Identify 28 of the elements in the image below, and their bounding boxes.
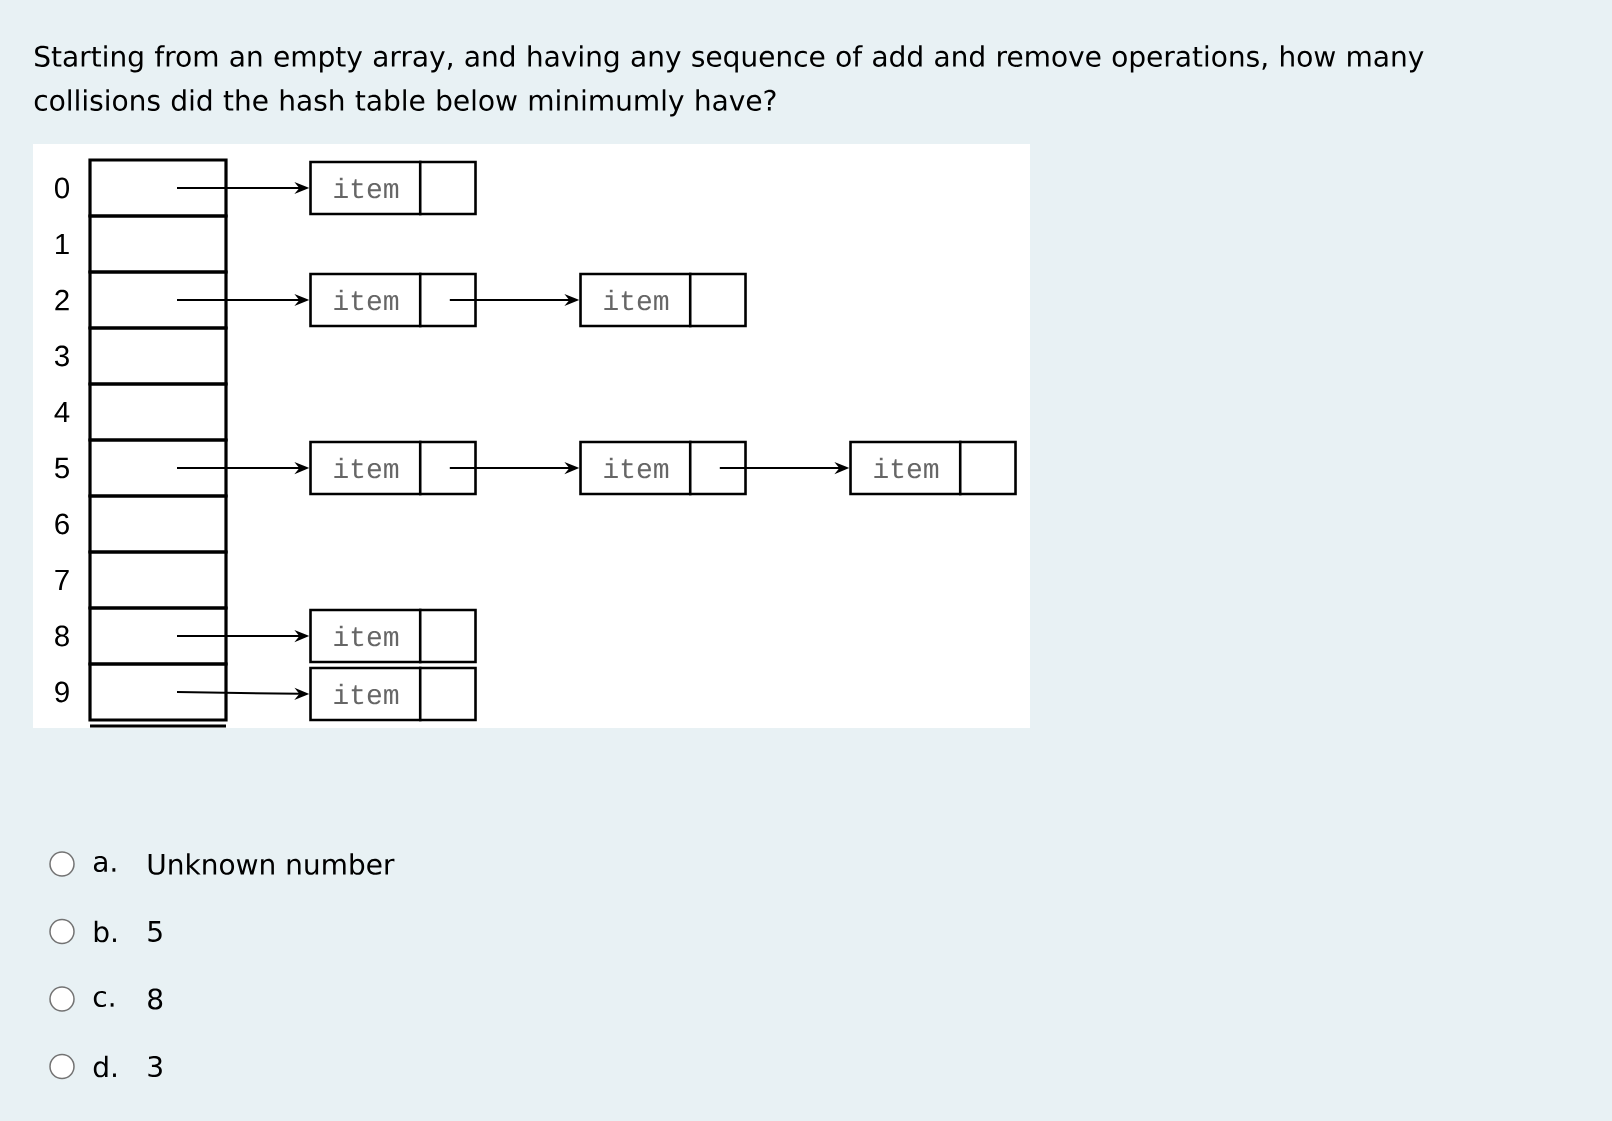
index-number: 1 [56, 233, 69, 255]
index-number: 4 [54, 401, 70, 423]
index-number: 9 [55, 681, 69, 703]
index-number: 2 [55, 289, 69, 311]
option-letter: c. [93, 990, 114, 1008]
option-letter: b. [94, 920, 116, 943]
index-number: 8 [55, 625, 69, 647]
index-number: 0 [55, 177, 69, 199]
list-item-box: item [309, 666, 477, 722]
option-text: 5 [148, 921, 162, 942]
list-item-box: item [309, 160, 477, 216]
list-item-box: item [309, 608, 477, 664]
list-item-box: item [309, 272, 477, 328]
option-letter: d. [93, 1055, 116, 1078]
array-cell [88, 662, 228, 722]
option-text: Unknown number [148, 853, 395, 875]
list-item-box: item [309, 440, 477, 496]
option-text: 3 [148, 1055, 162, 1078]
index-number: 5 [55, 457, 69, 479]
list-item-box: item [579, 272, 747, 328]
option-text: 8 [148, 988, 163, 1010]
list-item-box: item [849, 440, 1017, 496]
index-number: 7 [55, 569, 69, 591]
question-text: Starting from an empty array, and having any sequence of add and remove operations, how many collisions did the hash table below minimumly have? [34, 45, 1424, 117]
list-item-box: item [579, 440, 747, 496]
index-number: 3 [54, 345, 69, 367]
index-number: 6 [55, 513, 69, 535]
option-letter: a. [93, 855, 116, 873]
